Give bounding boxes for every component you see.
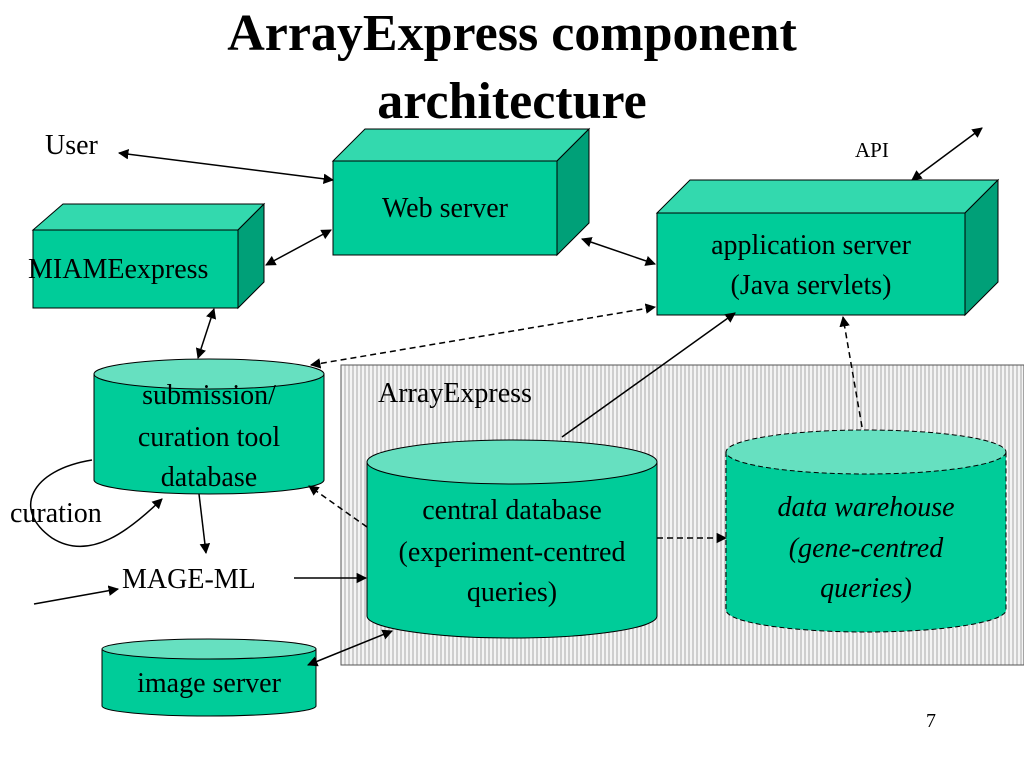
image-server-top <box>101 638 317 660</box>
miame-front <box>32 229 239 309</box>
page-number: 7 <box>926 710 936 732</box>
arrow-central-imageserver <box>307 629 393 667</box>
warehouse-top <box>725 429 1007 475</box>
warehouse-label-line-3: queries) <box>820 573 912 604</box>
mage-ml-label: MAGE-ML <box>122 564 256 595</box>
web-server-top <box>331 128 591 162</box>
data-warehouse-cylinder <box>725 429 1007 633</box>
miameexpress-box <box>31 202 266 310</box>
submission-db-body <box>93 373 325 495</box>
central-db-body <box>366 461 658 639</box>
app-server-label-line-1: application server <box>711 230 911 261</box>
app-server-top <box>655 179 1000 214</box>
central-db-top <box>366 439 658 485</box>
application-server-box <box>655 178 1000 317</box>
app-server-front <box>656 212 966 316</box>
slide-title-line-2: architecture <box>377 73 647 130</box>
web-server-box <box>331 127 591 257</box>
miameexpress-label: MIAMEexpress <box>28 254 209 285</box>
arrow-miame-web <box>265 229 332 266</box>
central-db-label-line-3: queries) <box>466 577 558 608</box>
warehouse-body <box>725 451 1007 633</box>
api-label: API <box>855 138 889 162</box>
arrayexpress-panel-label: ArrayExpress <box>378 378 532 409</box>
web-server-label: Web server <box>381 193 508 224</box>
arrow-in-mageml <box>33 585 120 605</box>
submission-db-top <box>93 358 325 390</box>
arrow-warehouse-app-dashed <box>839 315 863 428</box>
submission-label-line-2: curation tool <box>137 422 281 453</box>
submission-database-cylinder <box>93 358 325 495</box>
web-server-front <box>332 160 558 256</box>
curation-label: curation <box>10 498 102 529</box>
miame-top <box>31 203 266 231</box>
arrow-central-submission-dashed <box>308 485 368 528</box>
arrow-user-web <box>117 148 335 185</box>
image-server-body <box>101 648 317 717</box>
central-db-label-line-2: (experiment-centred <box>398 537 626 568</box>
arrow-submission-mageml <box>198 493 211 555</box>
slide-title-line-1: ArrayExpress component <box>227 5 797 62</box>
warehouse-label-line-1: data warehouse <box>777 492 955 523</box>
connectors <box>30 127 983 667</box>
image-server-cylinder <box>101 638 317 717</box>
warehouse-label-line-2: (gene-centred <box>788 533 944 564</box>
app-server-label-line-2: (Java servlets) <box>730 270 892 301</box>
arrow-submission-app-dashed <box>309 303 657 369</box>
image-server-label: image server <box>137 668 281 699</box>
arrow-miame-submission <box>195 308 217 359</box>
central-database-cylinder <box>366 439 658 639</box>
submission-label-line-1: submission/ <box>142 380 276 411</box>
arrow-central-app <box>561 312 736 438</box>
central-db-label-line-1: central database <box>422 495 602 526</box>
arrow-web-app <box>581 237 656 266</box>
submission-label-line-3: database <box>160 462 258 493</box>
user-label: User <box>45 130 98 161</box>
arrow-api <box>911 127 983 181</box>
curation-loop-arrow <box>30 459 163 548</box>
